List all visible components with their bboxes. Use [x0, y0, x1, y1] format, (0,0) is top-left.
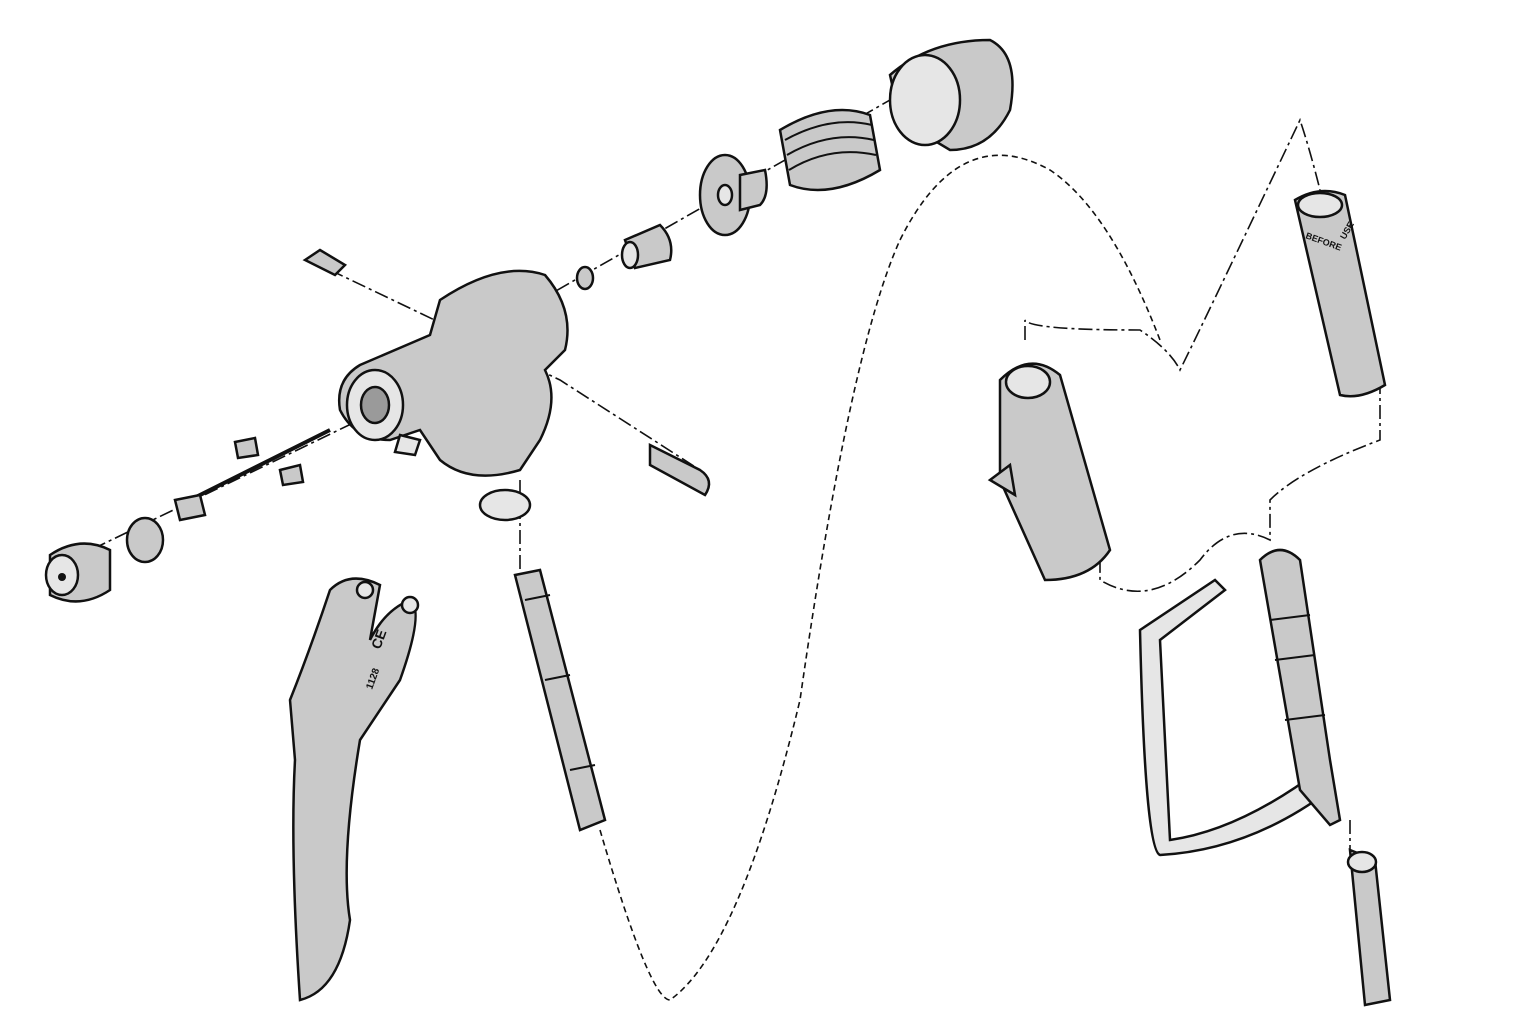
trigger: CE 1128	[288, 577, 420, 1002]
svg-text:CE: CE	[368, 627, 390, 651]
handle	[1258, 548, 1342, 827]
swivel-fitting	[1346, 848, 1392, 1007]
trigger-pin	[648, 442, 711, 497]
spring	[778, 108, 882, 192]
tip-guard-nut	[44, 542, 112, 603]
spring-seat	[698, 153, 768, 237]
gasket-ring	[478, 488, 532, 522]
screw	[302, 248, 348, 277]
filter	[513, 568, 607, 832]
o-ring-small	[575, 265, 595, 291]
valve-seat	[620, 223, 673, 270]
retaining-nut	[888, 38, 1014, 152]
gun-body	[337, 269, 569, 477]
o-ring	[125, 516, 165, 564]
needle-assembly	[173, 428, 331, 522]
handle-guard	[1138, 578, 1332, 857]
filter-housing	[987, 362, 1112, 582]
hose-route-line	[599, 154, 1161, 1001]
grip: BEFORE USE	[1293, 189, 1387, 398]
